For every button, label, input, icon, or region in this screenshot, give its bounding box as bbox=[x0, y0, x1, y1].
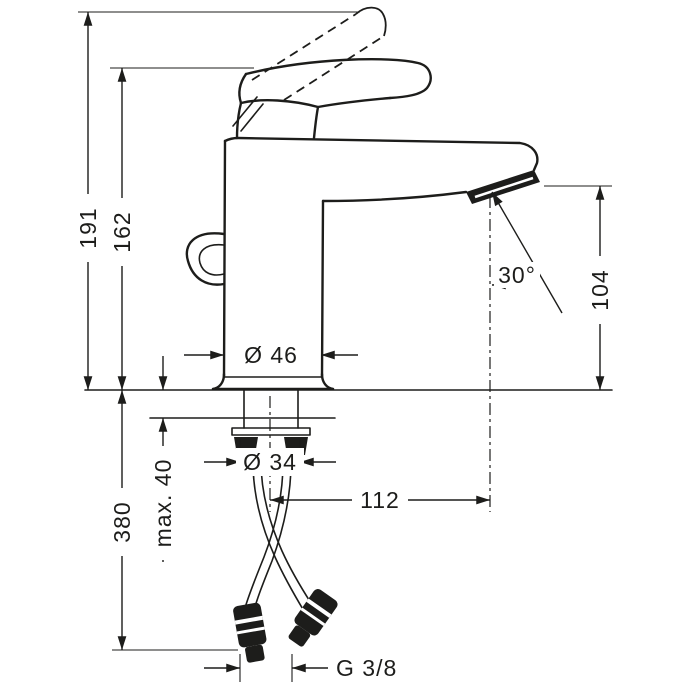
lever-raised-dashed-bottom bbox=[283, 35, 385, 101]
hose-length-label: 380 bbox=[109, 501, 135, 542]
label-bg-162 bbox=[107, 198, 137, 266]
hose-connector-right bbox=[288, 588, 338, 647]
label-bg-380 bbox=[107, 488, 137, 556]
max-thickness-label: max. 40 bbox=[150, 459, 176, 548]
spout-reach-label: 112 bbox=[360, 487, 400, 513]
cartridge-dome bbox=[239, 99, 320, 140]
hose-a-line-1 bbox=[252, 454, 305, 612]
base-left-flare bbox=[211, 372, 226, 391]
label-bg-max40 bbox=[148, 446, 178, 560]
hinge-line-1 bbox=[232, 96, 258, 127]
body-left-edge bbox=[222, 139, 227, 379]
label-bg-thread bbox=[330, 654, 410, 682]
overall-height-label: 191 bbox=[75, 207, 101, 248]
label-bg-191 bbox=[73, 194, 103, 262]
outlet-angle-line bbox=[491, 191, 563, 314]
pull-rod-loop-inner bbox=[198, 243, 225, 276]
aerator-slit bbox=[474, 176, 534, 199]
hose-b-line-1 bbox=[244, 454, 284, 609]
label-backgrounds bbox=[73, 194, 615, 682]
hose-b-line-2 bbox=[252, 454, 292, 615]
spout-underside bbox=[321, 190, 468, 203]
label-bg-dia46 bbox=[238, 341, 304, 369]
body-diameter-label: Ø 46 bbox=[244, 342, 298, 368]
hose-a-line-2 bbox=[260, 454, 312, 604]
body-right-edge bbox=[320, 199, 325, 379]
hole-diameter-label: Ø 34 bbox=[243, 449, 297, 475]
spout-top-edge bbox=[223, 136, 539, 172]
pull-rod-loop-outer bbox=[185, 232, 226, 286]
dimension-labels: 191 162 104 380 max. 40 Ø 46 Ø 34 112 30… bbox=[75, 207, 613, 681]
body-height-label: 162 bbox=[109, 211, 135, 252]
fixing-washer bbox=[231, 427, 311, 436]
hinge-line-2 bbox=[240, 103, 264, 132]
lever-top-edge bbox=[244, 57, 432, 100]
base-right-flare bbox=[320, 372, 335, 391]
label-bg-dia34 bbox=[236, 448, 304, 476]
label-bg-30deg bbox=[494, 262, 540, 288]
lever-raised-tip bbox=[355, 6, 387, 37]
outlet-height-label: 104 bbox=[587, 269, 613, 310]
faucet-outline bbox=[84, 6, 613, 663]
outlet-angle-label: 30° bbox=[498, 262, 536, 288]
lever-left-edge bbox=[238, 72, 248, 105]
label-bg-112 bbox=[352, 486, 408, 514]
dimension-lines bbox=[78, 11, 612, 682]
label-bg-104 bbox=[585, 256, 615, 324]
connection-thread-label: G 3/8 bbox=[336, 655, 397, 681]
hose-connector-left bbox=[233, 602, 267, 663]
lever-bottom-edge bbox=[316, 96, 392, 109]
